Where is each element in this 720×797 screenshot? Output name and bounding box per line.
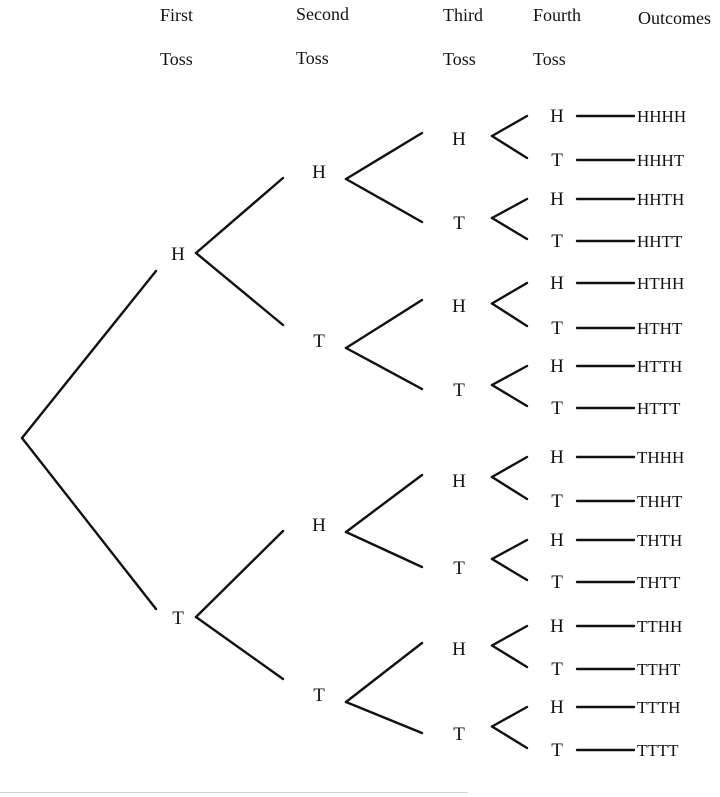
third-toss-label-1: T (453, 213, 465, 234)
branch-third-2-to-fourth-4 (490, 281, 529, 305)
outcome-label-6: HTTH (637, 357, 682, 376)
branch-root-to-first-0 (20, 269, 158, 440)
branch-first-0-to-second-1 (194, 251, 285, 327)
header-outcomes: Outcomes (638, 8, 711, 28)
third-toss-label-2: H (452, 296, 466, 317)
branch-third-5-to-fourth-11 (490, 557, 529, 582)
outcome-label-10: THTH (637, 531, 682, 550)
branch-second-3-to-third-6 (344, 641, 424, 704)
branch-second-2-to-third-5 (344, 530, 424, 569)
fourth-toss-label-13: T (551, 659, 563, 680)
branch-third-3-to-fourth-7 (490, 383, 529, 408)
outcome-label-12: TTHH (637, 617, 682, 636)
branch-third-3-to-fourth-6 (490, 364, 529, 387)
fourth-toss-label-2: H (550, 189, 564, 210)
outcome-label-0: HHHH (637, 107, 686, 126)
outcome-label-5: HTHT (637, 319, 683, 338)
header-second-line1: Second (296, 4, 349, 24)
header-fourth-line1: Fourth (533, 5, 581, 25)
fourth-toss-label-14: H (550, 697, 564, 718)
outcome-label-1: HHHT (637, 151, 685, 170)
fourth-toss-label-3: T (551, 231, 563, 252)
outcome-label-7: HTTT (637, 399, 681, 418)
branch-third-0-to-fourth-0 (490, 114, 529, 138)
branch-second-0-to-third-0 (344, 131, 424, 181)
branch-third-2-to-fourth-5 (490, 302, 529, 328)
bottom-divider (0, 792, 468, 793)
header-first-line1: First (160, 5, 193, 25)
header-third-line1: Third (443, 5, 483, 25)
branch-first-0-to-second-0 (194, 176, 285, 255)
branch-third-4-to-fourth-9 (490, 475, 529, 501)
outcome-label-4: HTHH (637, 274, 684, 293)
outcome-label-3: HHTT (637, 232, 683, 251)
fourth-toss-label-9: T (551, 491, 563, 512)
header-first-line2: Toss (160, 49, 193, 69)
fourth-toss-label-5: T (551, 318, 563, 339)
header-fourth-line2: Toss (533, 49, 566, 69)
fourth-toss-label-4: H (550, 273, 564, 294)
fourth-toss-label-0: H (550, 106, 564, 127)
tree-node-labels: HTHTHTHTHTHTHTHTHTHTHTHTHTHTHTHHHHHHHTHH… (171, 106, 686, 761)
fourth-toss-label-11: T (551, 572, 563, 593)
outcome-label-8: THHH (637, 448, 684, 467)
branch-third-0-to-fourth-1 (490, 134, 529, 160)
outcome-label-11: THTT (637, 573, 681, 592)
branch-third-5-to-fourth-10 (490, 538, 529, 561)
second-toss-label-3: T (313, 685, 325, 706)
outcome-label-13: TTHT (637, 660, 681, 679)
column-headers: First Toss Second Toss Third Toss Fourth… (160, 4, 711, 69)
outcome-label-15: TTTT (637, 741, 679, 760)
third-toss-label-5: T (453, 558, 465, 579)
third-toss-label-0: H (452, 129, 466, 150)
branch-third-7-to-fourth-14 (490, 705, 529, 728)
branch-second-3-to-third-7 (344, 700, 424, 735)
fourth-toss-label-12: H (550, 616, 564, 637)
branch-third-6-to-fourth-12 (490, 624, 529, 647)
outcome-label-14: TTTH (637, 698, 680, 717)
second-toss-label-2: H (312, 515, 326, 536)
branch-second-0-to-third-1 (344, 177, 424, 224)
fourth-toss-label-10: H (550, 530, 564, 551)
branch-third-4-to-fourth-8 (490, 455, 529, 479)
branch-first-1-to-second-2 (194, 529, 285, 619)
third-toss-label-4: H (452, 471, 466, 492)
branch-second-2-to-third-4 (344, 473, 424, 534)
branch-third-7-to-fourth-15 (490, 725, 529, 750)
fourth-toss-label-6: H (550, 356, 564, 377)
tree-branches (20, 114, 636, 752)
branch-second-1-to-third-3 (344, 346, 424, 391)
third-toss-label-3: T (453, 380, 465, 401)
outcome-label-9: THHT (637, 492, 683, 511)
fourth-toss-label-15: T (551, 740, 563, 761)
header-third-line2: Toss (443, 49, 476, 69)
fourth-toss-label-8: H (550, 447, 564, 468)
branch-second-1-to-third-2 (344, 298, 424, 350)
first-toss-label-0: H (171, 244, 185, 265)
header-second-line2: Toss (296, 48, 329, 68)
second-toss-label-1: T (313, 331, 325, 352)
branch-third-6-to-fourth-13 (490, 644, 529, 669)
fourth-toss-label-1: T (551, 150, 563, 171)
branch-third-1-to-fourth-2 (490, 197, 529, 220)
second-toss-label-0: H (312, 162, 326, 183)
third-toss-label-6: H (452, 639, 466, 660)
branch-root-to-first-1 (20, 436, 158, 611)
branch-first-1-to-second-3 (194, 615, 285, 681)
third-toss-label-7: T (453, 724, 465, 745)
fourth-toss-label-7: T (551, 398, 563, 419)
outcome-label-2: HHTH (637, 190, 684, 209)
branch-third-1-to-fourth-3 (490, 216, 529, 241)
first-toss-label-1: T (172, 608, 184, 629)
